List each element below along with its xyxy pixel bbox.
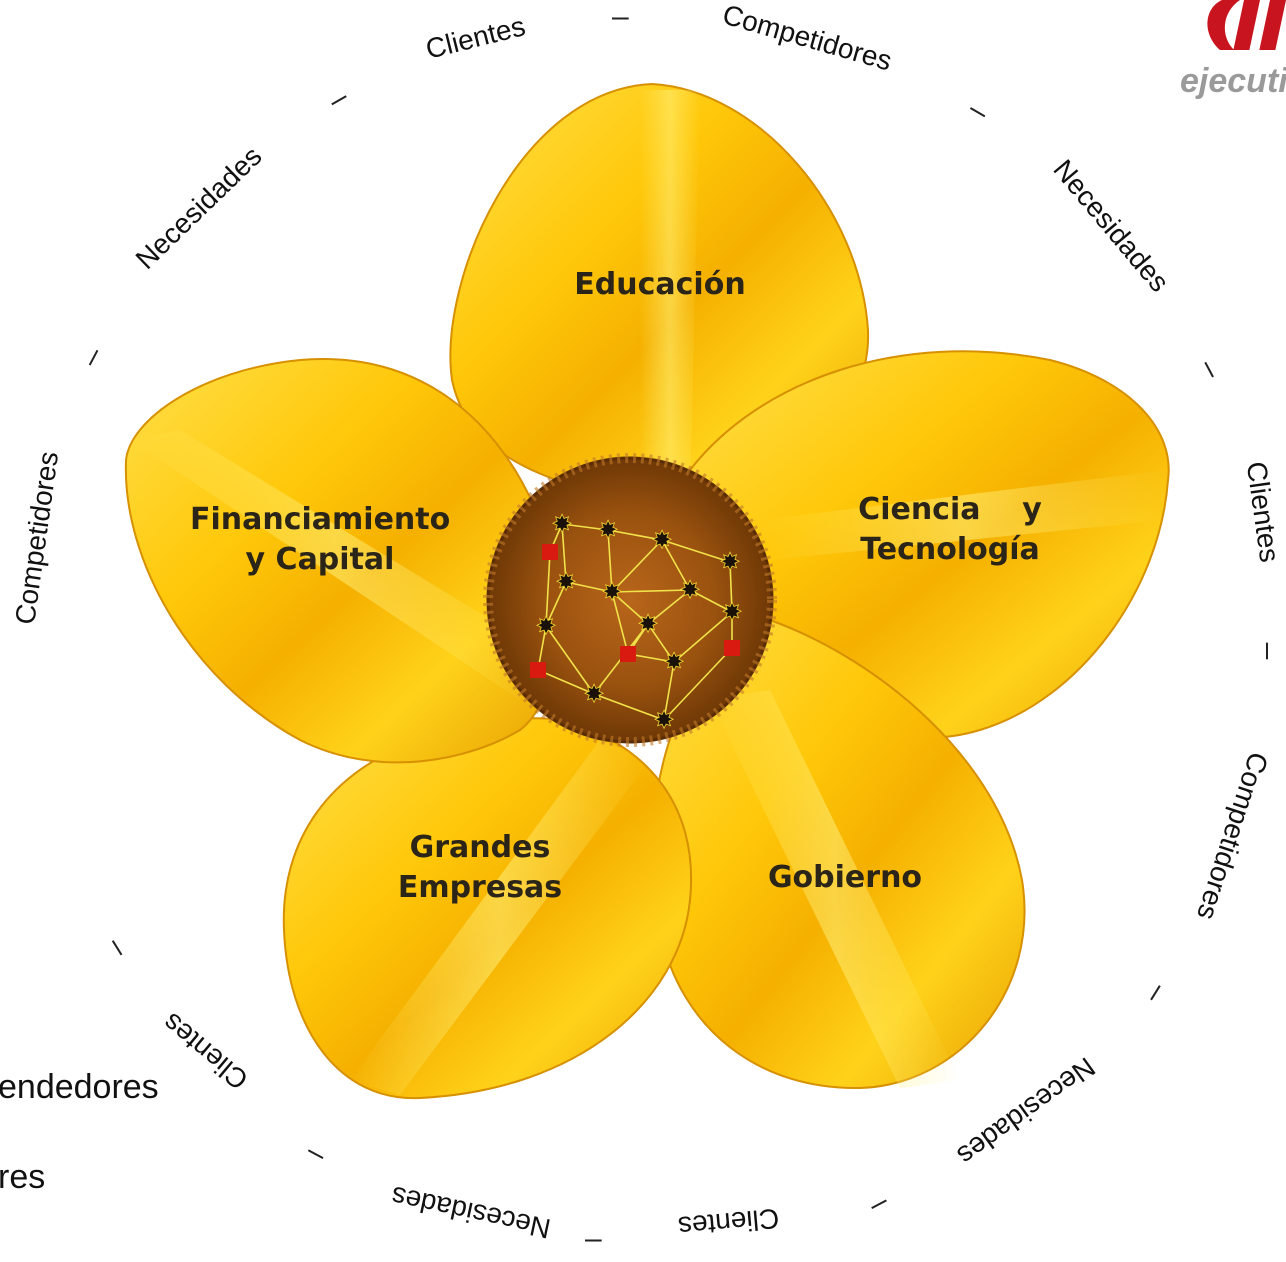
network-edge: [545, 581, 567, 627]
network-edge: [561, 523, 567, 583]
label-ciencia-line2: Tecnología: [860, 532, 1040, 567]
network-edge: [545, 551, 551, 627]
label-financiamiento-line1: Financiamiento: [190, 502, 451, 537]
network-edge: [689, 589, 733, 613]
network-edge: [611, 591, 649, 625]
network-edge: [661, 539, 731, 563]
network-node-icon: ✸: [664, 648, 684, 676]
network-edge: [607, 529, 663, 541]
network-edge: [611, 539, 663, 593]
network-node-icon: ✸: [598, 516, 618, 544]
network-edge: [647, 589, 691, 625]
network-edge: [593, 693, 665, 721]
label-financiamiento: Financiamiento y Capital: [190, 500, 450, 580]
ring-dash: –: [612, 0, 629, 33]
edge-text-emprendedores: endedores: [0, 1068, 159, 1106]
label-financiamiento-line2: y Capital: [245, 542, 395, 577]
network-edge: [607, 529, 613, 593]
network-edge: [565, 581, 613, 593]
network-edge: [729, 561, 733, 613]
logo-mark-icon: [1207, 0, 1286, 50]
network-edge: [545, 625, 595, 695]
edge-text-fragment: res: [0, 1158, 46, 1196]
label-ciencia-line1: Ciencia y: [858, 492, 1042, 527]
petal-right-stripe: [760, 470, 1168, 560]
network-node-icon: ✸: [552, 510, 572, 538]
petal-top-stripe: [640, 90, 700, 500]
network-square-node: [620, 646, 636, 662]
network-edge: [611, 589, 691, 593]
label-ciencia-tecnologia: Ciencia y Tecnología: [840, 490, 1060, 570]
label-grandes-line1: Grandes: [409, 830, 551, 865]
network-edge: [537, 669, 595, 695]
network-node-icon: ✸: [652, 526, 672, 554]
network-edge: [663, 647, 733, 721]
label-grandes-empresas: Grandes Empresas: [380, 828, 580, 908]
label-educacion-line: Educación: [574, 267, 746, 302]
network-square-node: [724, 640, 740, 656]
network-node-icon: ✸: [680, 576, 700, 604]
network-square-node: [542, 544, 558, 560]
network-edge: [561, 523, 609, 531]
petal-bottom-right-stripe: [710, 690, 960, 1088]
network-node-icon: ✸: [638, 610, 658, 638]
petal-bottom-left-stripe: [350, 740, 650, 1095]
network-edge: [661, 539, 691, 591]
network-square-node: [530, 662, 546, 678]
logo: ejecuti: [1170, 0, 1286, 110]
network-node-icon: ✸: [602, 578, 622, 606]
label-gobierno-line: Gobierno: [767, 860, 923, 895]
network-edge: [663, 661, 675, 721]
label-gobierno: Gobierno: [745, 858, 945, 898]
network-node-icon: ✸: [536, 612, 556, 640]
ring-dash: –: [1252, 642, 1286, 660]
label-educacion: Educación: [560, 265, 760, 305]
network-node-icon: ✸: [584, 680, 604, 708]
network-graph: ✸✸✸✸✸✸✸✸✸✸✸✸✸: [530, 510, 742, 734]
network-edge: [647, 623, 675, 663]
network-edge: [611, 591, 629, 655]
network-node-icon: ✸: [556, 568, 576, 596]
network-node-icon: ✸: [654, 706, 674, 734]
label-grandes-line2: Empresas: [397, 870, 563, 905]
petal-left-stripe: [130, 430, 540, 700]
network-node-icon: ✸: [720, 548, 740, 576]
network-edge: [673, 611, 733, 663]
network-node-icon: ✸: [722, 598, 742, 626]
logo-wordmark: ejecuti: [1180, 62, 1286, 100]
ring-dash: –: [585, 1222, 602, 1255]
